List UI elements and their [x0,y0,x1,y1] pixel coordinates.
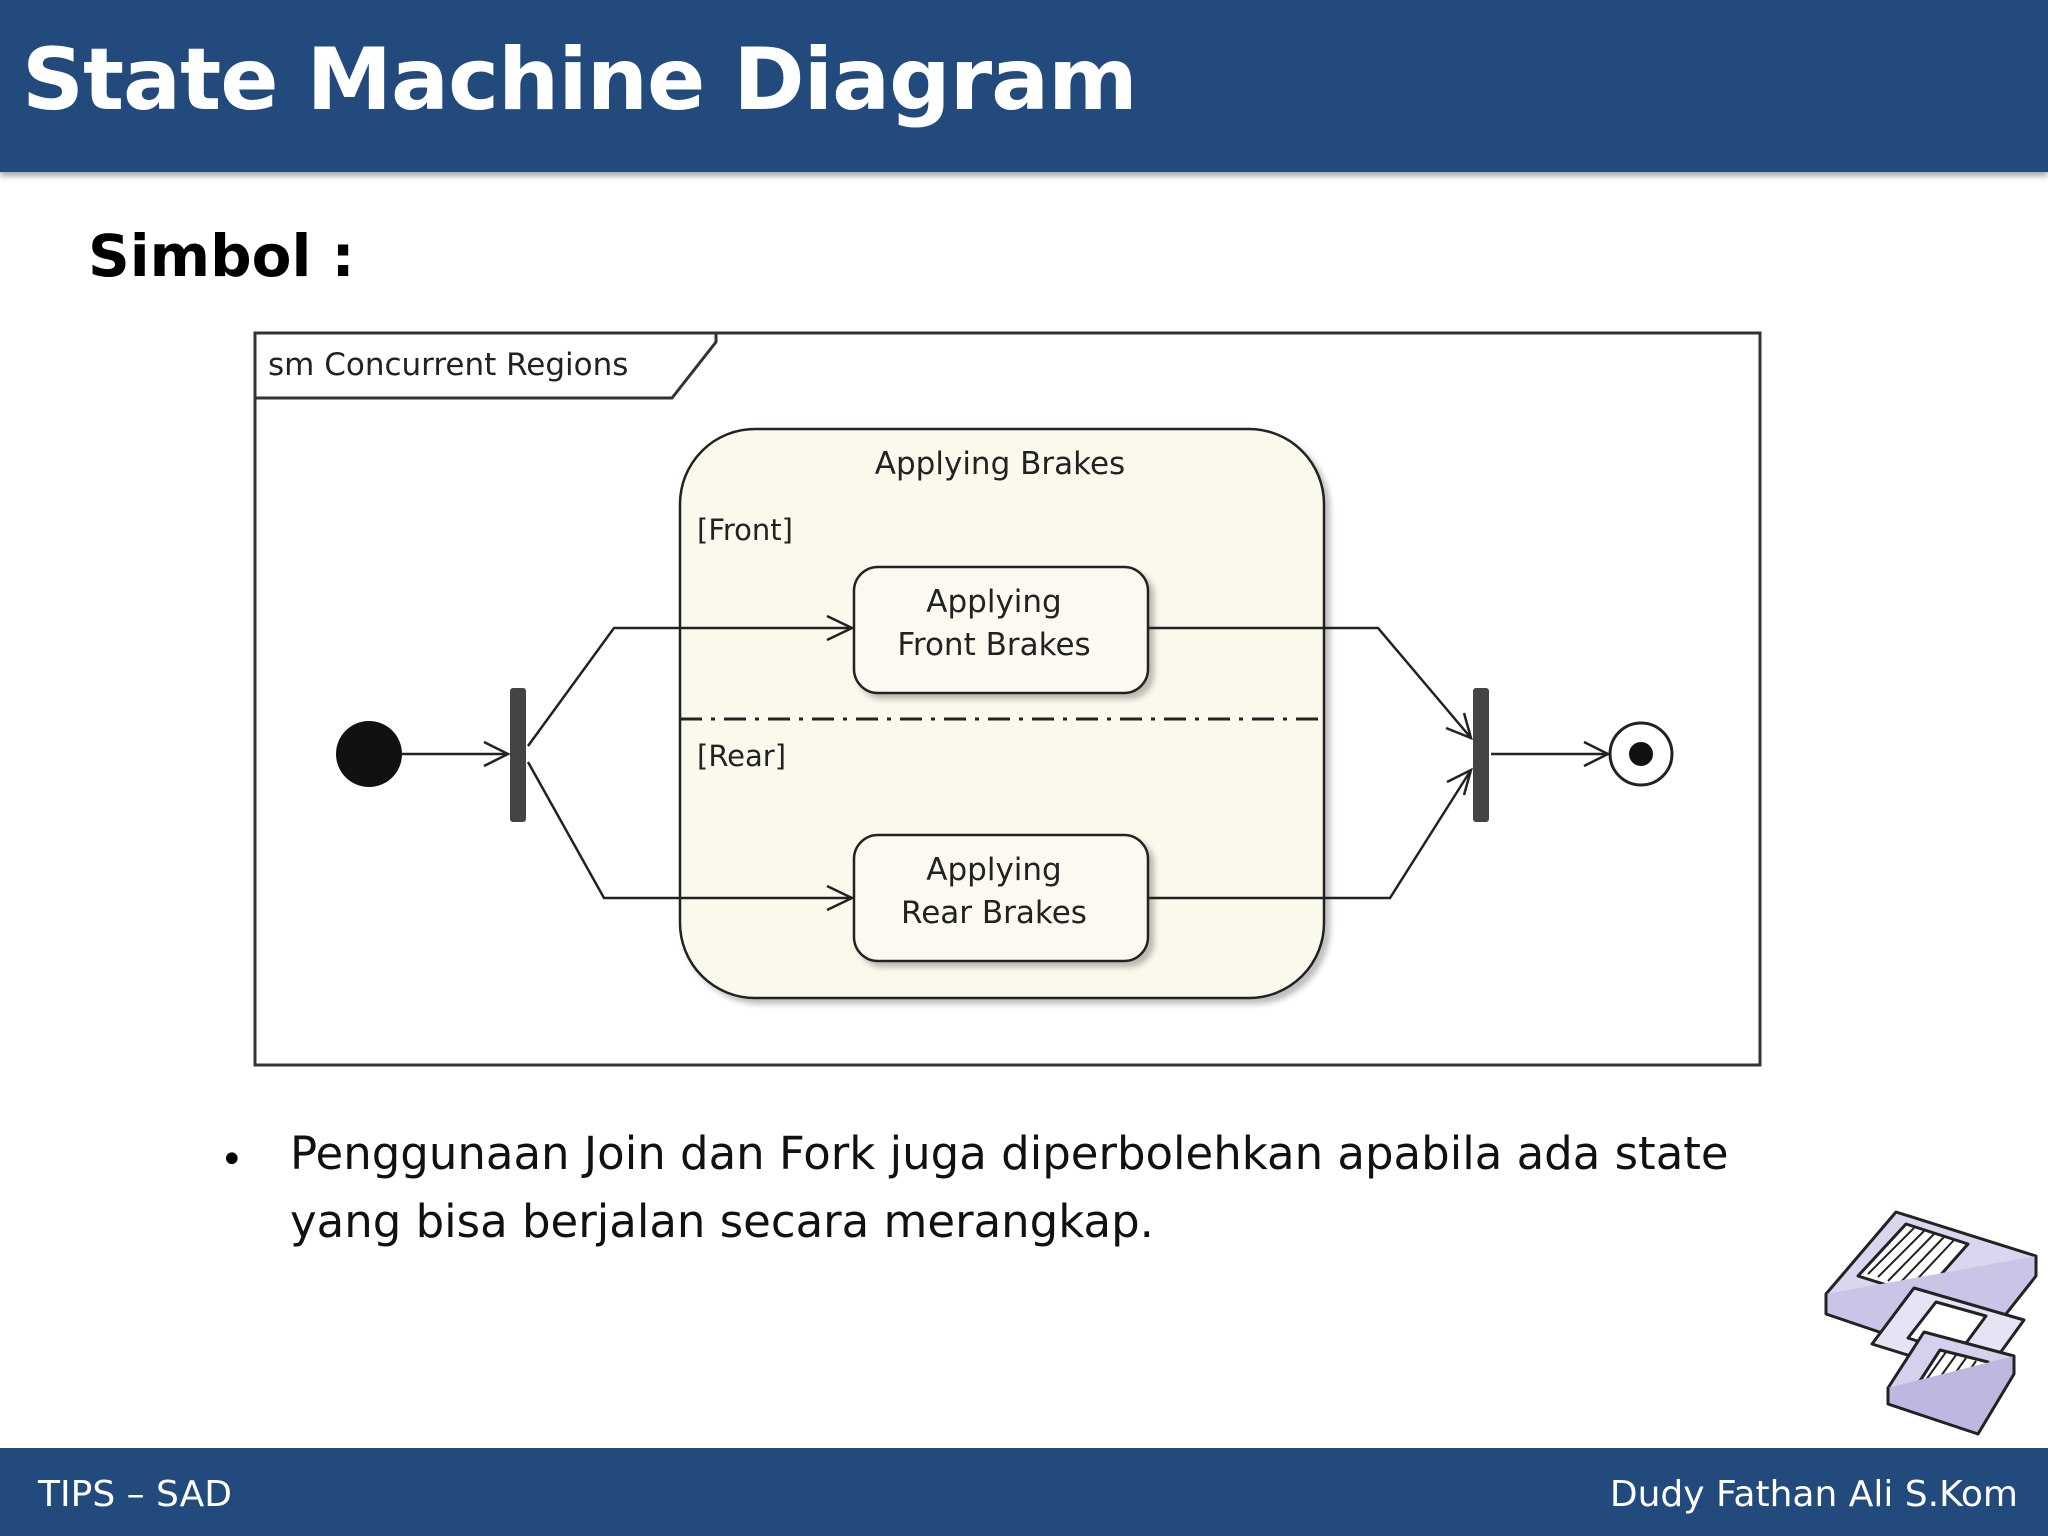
state-rear-line-2: Rear Brakes [901,895,1087,931]
state-front-line-1: Applying [926,584,1061,620]
floppy-disks-icon [1824,1210,2038,1436]
header-bar [0,0,2048,172]
final-node-dot [1629,742,1653,766]
slide-title: State Machine Diagram [22,30,1138,130]
transitions [402,614,1611,912]
footer-right-text: Dudy Fathan Ali S.Kom [1609,1474,2018,1515]
frame-label: sm Concurrent Regions [268,347,628,383]
state-applying-front-brakes [852,565,1150,695]
state-rear-line-1: Applying [926,852,1061,888]
footer-bar [0,1448,2048,1536]
guard-front: [Front] [697,513,793,547]
arrowhead-fork-rear [826,884,855,912]
bullet-text: Penggunaan Join dan Fork juga diperboleh… [290,1127,1729,1248]
arrowhead-rear-join [1446,767,1473,796]
transition-front-join [1148,626,1472,739]
composite-state-label: Applying Brakes [875,446,1125,482]
state-machine-diagram: sm Concurrent Regions Applying Brakes [F… [253,331,1762,1067]
join-bar [1473,688,1489,822]
arrowhead-front-join [1445,712,1473,741]
bullet-marker: • [220,1137,244,1183]
footer-left-text: TIPS – SAD [38,1474,232,1515]
arrowhead-fork-front [826,614,855,642]
arrowhead-initial-fork [483,740,511,768]
fork-bar [510,688,526,822]
transition-fork-front [526,626,852,747]
section-heading: Simbol : [88,222,355,290]
guard-rear: [Rear] [697,739,786,773]
frame-label-box [253,331,718,400]
transition-rear-join [1148,769,1473,900]
composite-state [678,427,1326,1000]
arrowhead-join-final [1583,740,1611,768]
state-front-line-2: Front Brakes [897,627,1090,663]
transition-fork-rear [526,761,852,900]
initial-node [336,721,402,787]
